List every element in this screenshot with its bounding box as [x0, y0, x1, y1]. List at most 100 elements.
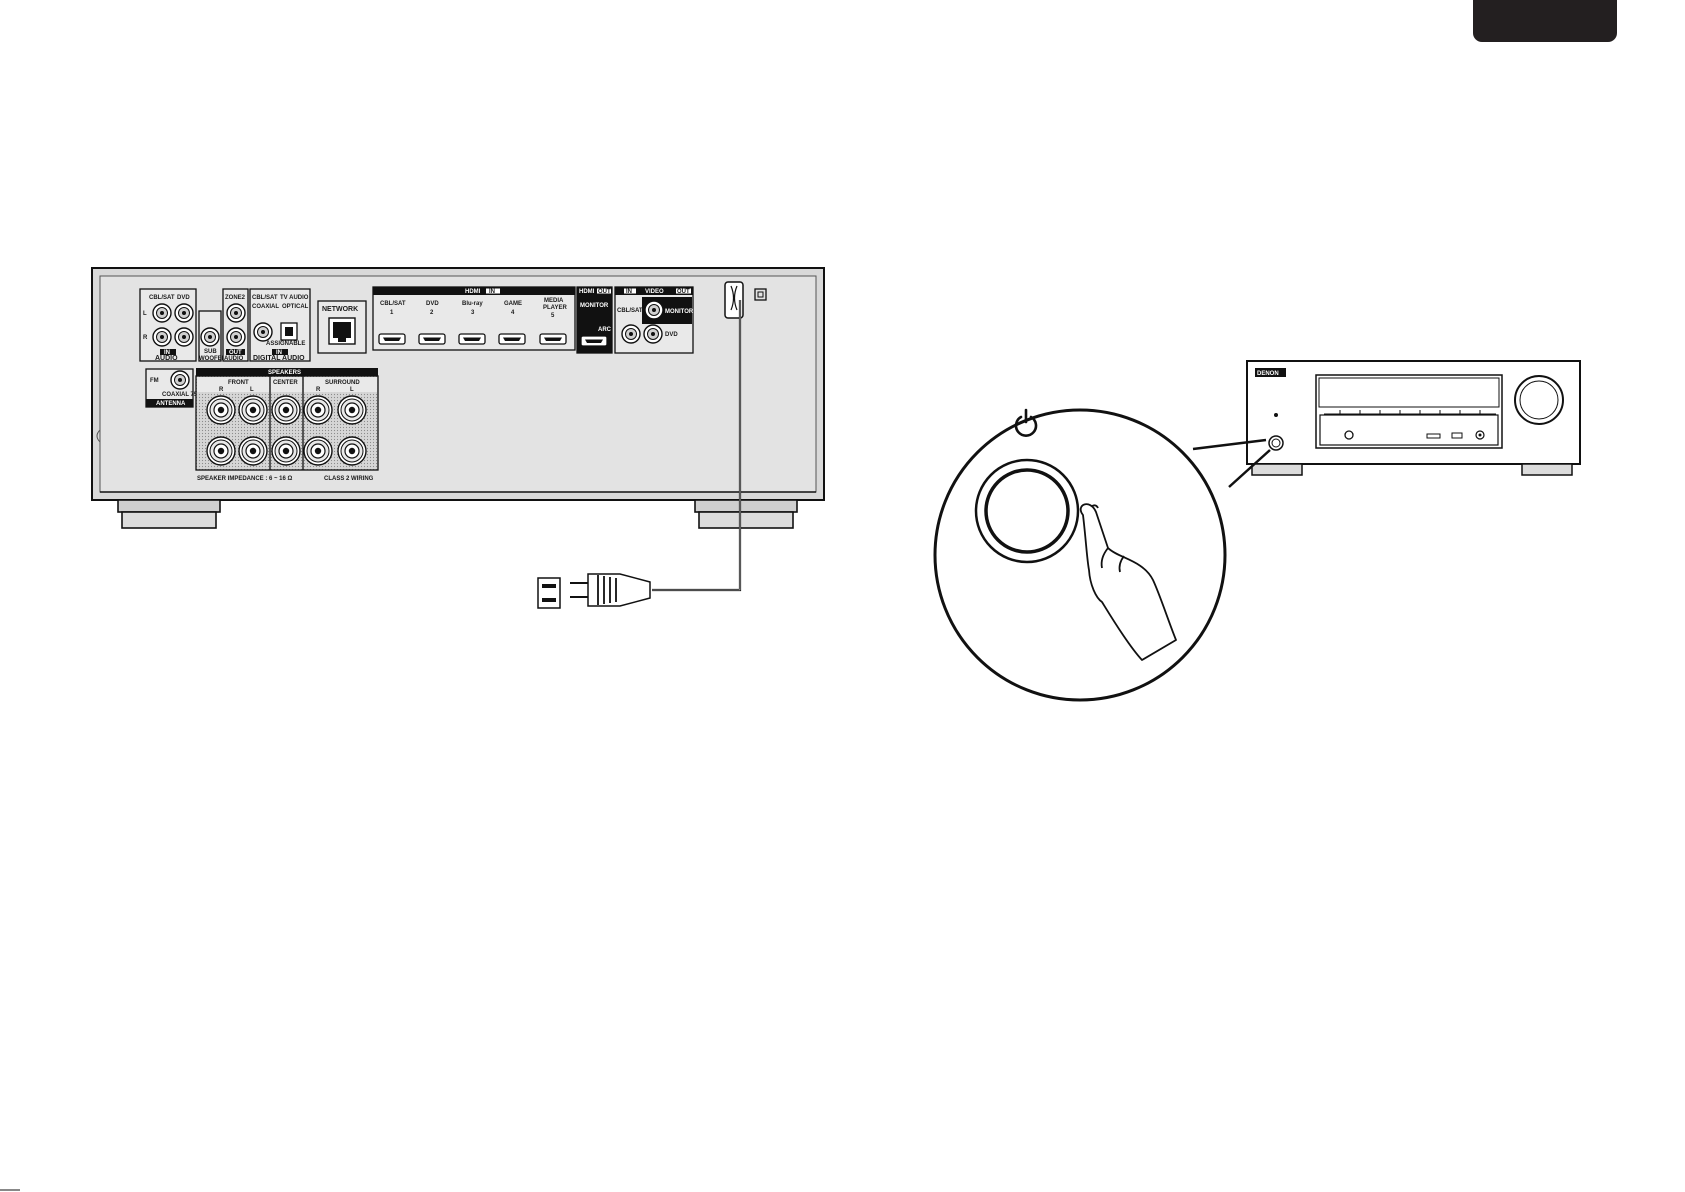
digital-audio-section-label: DIGITAL AUDIO [253, 355, 305, 362]
rear-foot-right [694, 499, 798, 529]
speaker-post-center-plus[interactable] [271, 395, 301, 425]
speakers-front-label: FRONT [228, 380, 249, 386]
video-cbl-sat-jack[interactable] [621, 324, 641, 344]
digital-tv-audio-label: TV AUDIO [280, 295, 309, 301]
video-dvd-jack[interactable] [643, 324, 663, 344]
power-symbol-icon [1014, 408, 1038, 437]
antenna-coax-label: COAXIAL 75 Ω [162, 392, 204, 398]
audio-in-tag: IN [164, 350, 170, 356]
hdmi-out-arc-label: ARC [598, 327, 612, 333]
hdmi-in-tag: IN [489, 289, 495, 295]
hdmi-in-3-port[interactable] [458, 333, 486, 345]
front-hdmi-port[interactable] [1426, 433, 1441, 439]
speaker-post-front-l-plus[interactable] [238, 395, 268, 425]
hdmi-in-1-name: CBL/SAT [380, 301, 406, 307]
brand-logo: DENON [1257, 371, 1279, 377]
power-indicator [1274, 413, 1278, 417]
speaker-post-surround-l-minus[interactable] [337, 436, 367, 466]
hdmi-in-5-name: MEDIA [544, 298, 564, 304]
hdmi-out-section: HDMI OUT MONITOR ARC [576, 286, 613, 354]
hdmi-in-section: HDMI IN CBL/SAT 1 DVD 2 Blu-ray 3 GAME 4… [372, 286, 576, 351]
speakers-section: SPEAKERS FRONT CENTER SURROUND R L R L [195, 368, 379, 482]
speakers-center-label: CENTER [273, 380, 298, 386]
video-cbl-sat-label: CBL/SAT [617, 308, 643, 314]
hdmi-in-2-name: DVD [426, 301, 439, 307]
video-out-tag: OUT [677, 289, 690, 295]
audio-in-dvd-label: DVD [177, 295, 190, 301]
zone2-section: ZONE2 OUT AUDIO [222, 288, 249, 362]
hdmi-in-3-num: 3 [471, 310, 475, 316]
assignable-label: ASSIGNABLE [266, 341, 305, 347]
antenna-section-label: ANTENNA [156, 401, 186, 407]
hdmi-in-5-port[interactable] [539, 333, 567, 345]
audio-in-section: CBL/SAT DVD L R IN AUDIO [139, 288, 197, 362]
speaker-post-surround-r-minus[interactable] [303, 436, 333, 466]
class-ii-symbol-icon [754, 288, 767, 301]
hdmi-out-monitor-label: MONITOR [580, 303, 609, 309]
hdmi-out-port[interactable] [580, 335, 608, 347]
hdmi-in-5-num: 5 [551, 313, 555, 319]
ac-inlet [724, 281, 767, 319]
audio-jack-dvd-r[interactable] [174, 327, 194, 347]
front-foot-left [1251, 463, 1303, 476]
speaker-post-front-l-minus[interactable] [238, 436, 268, 466]
video-monitor-out-jack[interactable] [644, 300, 664, 320]
audio-jack-cbl-l[interactable] [152, 303, 172, 323]
subwoofer-label-1: SUB [204, 349, 217, 355]
zone2-jack-r[interactable] [226, 327, 246, 347]
zone2-out-tag: OUT [229, 350, 242, 356]
hdmi-in-5-name2: PLAYER [543, 305, 567, 311]
audio-in-section-label: AUDIO [155, 355, 178, 362]
power-cord [537, 300, 742, 609]
headphone-jack[interactable] [1344, 430, 1354, 440]
receiver-rear-panel: CBL/SAT DVD L R IN AUDIO SUB WOOFER ZONE… [91, 267, 825, 529]
hdmi-in-title: HDMI [465, 289, 481, 295]
antenna-section: FM COAXIAL 75 Ω ANTENNA [145, 368, 204, 408]
digital-coaxial-jack[interactable] [253, 322, 273, 342]
subwoofer-jack[interactable] [200, 327, 220, 347]
video-dvd-label: DVD [665, 332, 678, 338]
hdmi-out-tag: OUT [598, 289, 611, 295]
antenna-fm-label: FM [150, 378, 159, 384]
speaker-post-surround-l-plus[interactable] [337, 395, 367, 425]
video-section: IN VIDEO OUT CBL/SAT MONITOR DVD [614, 286, 694, 354]
receiver-front-panel: DENON [1246, 360, 1581, 476]
hdmi-in-1-num: 1 [390, 310, 394, 316]
front-usb-port[interactable] [1451, 432, 1463, 439]
digital-audio-section: CBL/SAT TV AUDIO COAXIAL OPTICAL ASSIGNA… [249, 288, 311, 362]
hdmi-in-1-port[interactable] [378, 333, 406, 345]
audio-in-l-label: L [143, 311, 147, 317]
speaker-post-surround-r-plus[interactable] [303, 395, 333, 425]
language-tab [1473, 0, 1617, 42]
video-monitor-label: MONITOR [665, 309, 694, 315]
hdmi-in-2-port[interactable] [418, 333, 446, 345]
digital-cbl-sat-label: CBL/SAT [252, 295, 278, 301]
zone2-jack-l[interactable] [226, 303, 246, 323]
finger-pointer-icon [1079, 503, 1177, 661]
hdmi-in-4-port[interactable] [498, 333, 526, 345]
hdmi-out-title: HDMI [579, 289, 595, 295]
speaker-post-front-r-minus[interactable] [206, 436, 236, 466]
speakers-title: SPEAKERS [268, 370, 301, 376]
hdmi-in-4-num: 4 [511, 310, 515, 316]
rear-foot-left [117, 499, 221, 529]
speaker-post-center-minus[interactable] [271, 436, 301, 466]
subwoofer-label-2: WOOFER [199, 356, 227, 362]
network-label: NETWORK [322, 306, 358, 313]
video-title: VIDEO [645, 289, 664, 295]
speakers-surround-l-label: L [350, 387, 354, 393]
hdmi-in-2-num: 2 [430, 310, 434, 316]
hdmi-in-4-name: GAME [504, 301, 522, 307]
fm-antenna-jack[interactable] [170, 370, 190, 390]
digital-optical-label: OPTICAL [282, 304, 309, 310]
digital-in-tag: IN [276, 350, 282, 356]
audio-jack-cbl-r[interactable] [152, 327, 172, 347]
zone2-label: ZONE2 [225, 295, 246, 301]
hdmi-in-3-name: Blu-ray [462, 301, 483, 307]
audio-jack-dvd-l[interactable] [174, 303, 194, 323]
power-button-callout [933, 408, 1271, 702]
speaker-impedance-label: SPEAKER IMPEDANCE : 6 ~ 16 Ω [197, 476, 293, 482]
speaker-post-front-r-plus[interactable] [206, 395, 236, 425]
network-section: NETWORK [317, 300, 367, 354]
speakers-surround-label: SURROUND [325, 380, 360, 386]
